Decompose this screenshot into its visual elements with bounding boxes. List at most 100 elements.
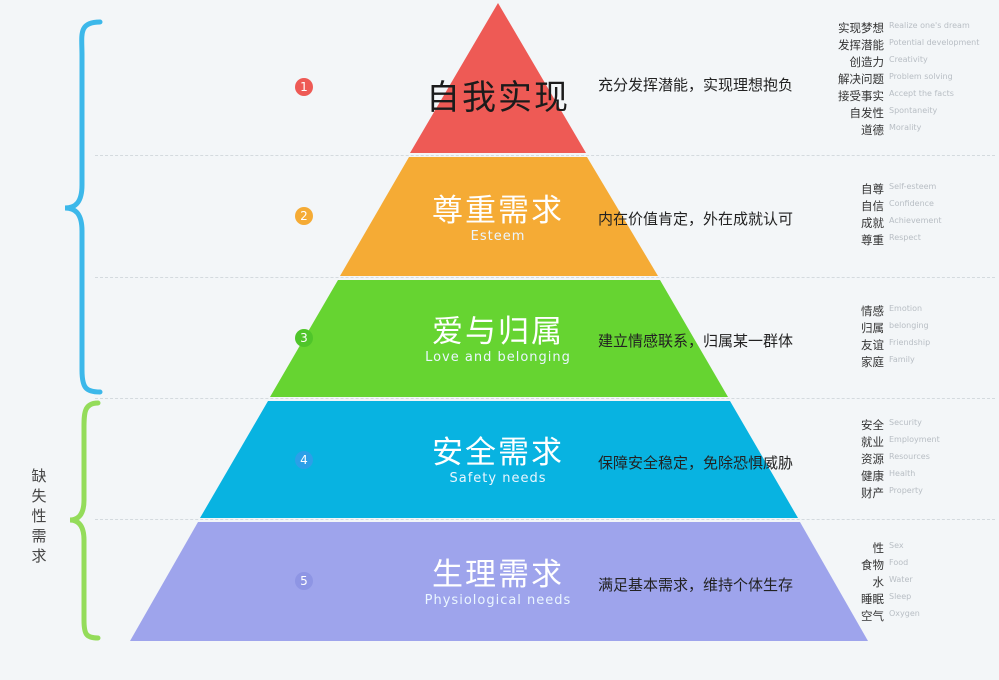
keyword-en: Spontaneity xyxy=(889,106,938,115)
level-title: 生理需求 xyxy=(432,557,564,593)
keyword-en: belonging xyxy=(889,321,929,330)
level-description: 充分发挥潜能，实现理想抱负 xyxy=(598,76,794,94)
keyword-en: Emotion xyxy=(889,304,923,313)
keyword-zh: 尊重 xyxy=(861,233,884,247)
keyword-zh: 情感 xyxy=(861,304,884,318)
keyword-en: Health xyxy=(889,469,916,478)
level-title: 爱与归属 xyxy=(432,314,564,350)
keyword-item: 食物 Food xyxy=(825,557,995,575)
keyword-en: Morality xyxy=(889,123,922,132)
keyword-zh: 道德 xyxy=(861,123,884,137)
keyword-item: 安全 Security xyxy=(825,417,995,435)
keyword-zh: 友谊 xyxy=(861,338,884,352)
keyword-item: 空气 Oxygen xyxy=(825,608,995,626)
keyword-en: Realize one's dream xyxy=(889,21,970,30)
keyword-item: 就业 Employment xyxy=(825,434,995,452)
keyword-item: 自信 Confidence xyxy=(825,198,995,216)
keyword-item: 道德 Morality xyxy=(825,122,995,140)
level-subtitle: Esteem xyxy=(470,229,526,244)
keyword-en: Accept the facts xyxy=(889,89,954,98)
keyword-zh: 安全 xyxy=(861,418,884,432)
keyword-en: Employment xyxy=(889,435,940,444)
keyword-zh: 财产 xyxy=(861,486,884,500)
level-number-badge: 1 xyxy=(295,78,313,96)
keyword-en: Potential development xyxy=(889,38,980,47)
keyword-item: 发挥潜能 Potential development xyxy=(825,37,995,55)
side-label-text: 缺 失 性 需 求 xyxy=(31,467,47,565)
level-title: 安全需求 xyxy=(432,435,564,471)
keyword-zh: 资源 xyxy=(861,452,884,466)
level-title: 自我实现 xyxy=(426,78,570,118)
keyword-item: 解决问题 Problem solving xyxy=(825,71,995,89)
keyword-zh: 自信 xyxy=(861,199,884,213)
keyword-en: Creativity xyxy=(889,55,928,64)
keyword-zh: 水 xyxy=(872,575,885,589)
keyword-item: 健康 Health xyxy=(825,468,995,486)
keyword-zh: 发挥潜能 xyxy=(838,38,884,52)
level-title: 尊重需求 xyxy=(432,193,564,229)
pyramid-level-4 xyxy=(200,401,798,518)
level-number-badge: 4 xyxy=(295,451,313,469)
level-description: 保障安全稳定，免除恐惧威胁 xyxy=(598,454,794,472)
keyword-en: Property xyxy=(889,486,923,495)
keyword-en: Security xyxy=(889,418,922,427)
keyword-zh: 创造力 xyxy=(849,55,885,69)
keyword-item: 家庭 Family xyxy=(825,354,995,372)
keyword-en: Resources xyxy=(889,452,930,461)
keyword-item: 尊重 Respect xyxy=(825,232,995,250)
keyword-zh: 睡眠 xyxy=(861,592,884,606)
row-divider xyxy=(95,519,995,520)
keyword-zh: 自尊 xyxy=(861,182,884,196)
keyword-zh: 成就 xyxy=(861,216,884,230)
keyword-zh: 食物 xyxy=(861,558,884,572)
level-description: 建立情感联系，归属某一群体 xyxy=(598,332,794,350)
keyword-en: Food xyxy=(889,558,909,567)
keyword-en: Water xyxy=(889,575,913,584)
keyword-zh: 性 xyxy=(872,541,885,555)
keyword-item: 实现梦想 Realize one's dream xyxy=(825,20,995,38)
level-number-badge: 5 xyxy=(295,572,313,590)
upper-bracket xyxy=(64,19,103,395)
keyword-item: 接受事实 Accept the facts xyxy=(825,88,995,106)
level-subtitle: Safety needs xyxy=(449,471,547,486)
keyword-item: 财产 Property xyxy=(825,485,995,503)
level-description: 内在价值肯定，外在成就认可 xyxy=(598,210,794,228)
keyword-zh: 家庭 xyxy=(861,355,884,369)
keyword-item: 资源 Resources xyxy=(825,451,995,469)
keyword-en: Respect xyxy=(889,233,921,242)
lower-bracket xyxy=(69,400,101,641)
keyword-zh: 接受事实 xyxy=(838,89,884,103)
level-number-badge: 2 xyxy=(295,207,313,225)
keyword-en: Friendship xyxy=(889,338,931,347)
keyword-en: Sleep xyxy=(889,592,912,601)
keyword-zh: 自发性 xyxy=(849,106,885,120)
keyword-item: 睡眠 Sleep xyxy=(825,591,995,609)
keyword-zh: 空气 xyxy=(861,609,884,623)
keyword-en: Problem solving xyxy=(889,72,953,81)
keyword-item: 自尊 Self-esteem xyxy=(825,181,995,199)
keyword-zh: 就业 xyxy=(861,435,884,449)
row-divider xyxy=(95,155,995,156)
keyword-zh: 实现梦想 xyxy=(838,21,884,35)
level-description: 满足基本需求，维持个体生存 xyxy=(598,576,794,594)
keyword-item: 友谊 Friendship xyxy=(825,337,995,355)
pyramid-level-2 xyxy=(340,157,658,276)
row-divider xyxy=(95,398,995,399)
row-divider xyxy=(95,277,995,278)
keyword-item: 情感 Emotion xyxy=(825,303,995,321)
keyword-item: 归属 belonging xyxy=(825,320,995,338)
keyword-zh: 解决问题 xyxy=(838,72,884,86)
pyramid-level-1 xyxy=(410,3,586,153)
level-number-badge: 3 xyxy=(295,329,313,347)
keyword-zh: 归属 xyxy=(861,321,884,335)
keyword-en: Confidence xyxy=(889,199,934,208)
keyword-en: Oxygen xyxy=(889,609,920,618)
keyword-en: Family xyxy=(889,355,915,364)
keyword-en: Self-esteem xyxy=(889,182,937,191)
keyword-zh: 健康 xyxy=(861,469,884,483)
keyword-item: 自发性 Spontaneity xyxy=(825,105,995,123)
deficiency-needs-label: 缺 失 性 需 求 xyxy=(29,466,49,566)
